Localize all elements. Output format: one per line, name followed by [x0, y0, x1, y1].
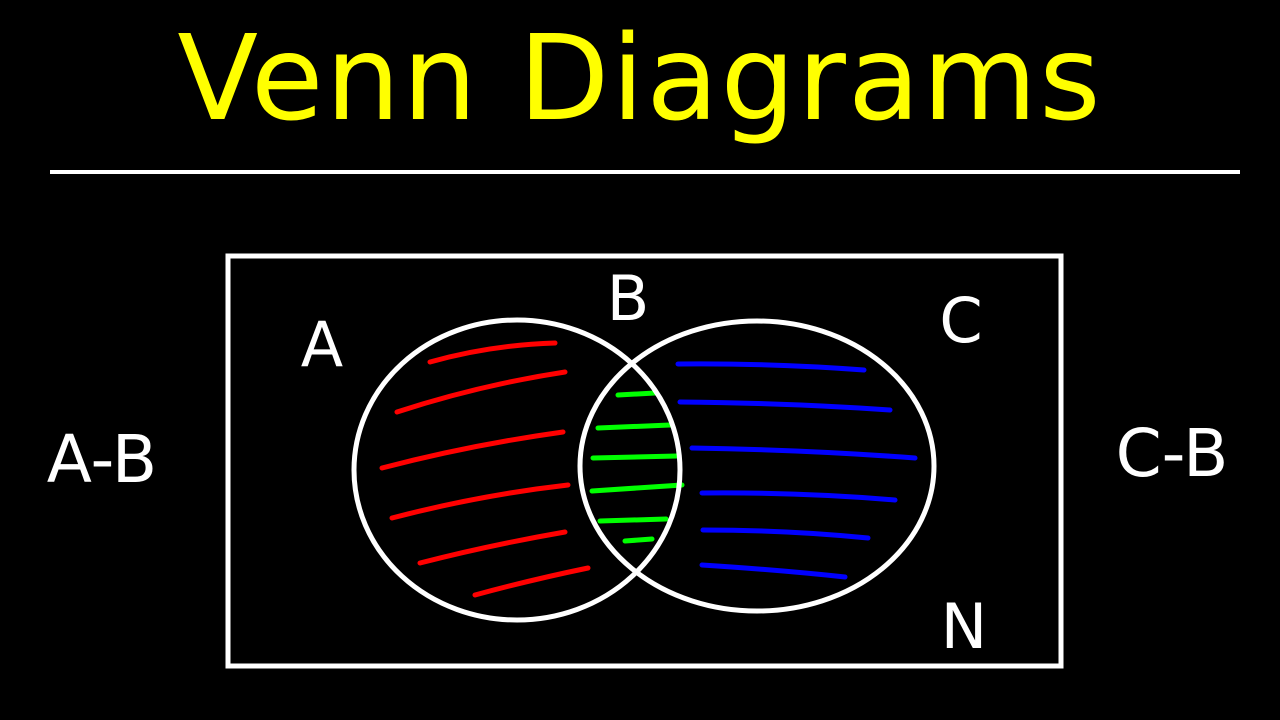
hatch-line-green — [595, 422, 673, 431]
hatch-line-red — [394, 369, 568, 415]
hatch-intersection — [589, 390, 685, 544]
hatch-line-green — [597, 516, 669, 524]
hatch-a-only — [379, 340, 591, 598]
hatch-line-red — [472, 565, 591, 598]
title-divider — [50, 170, 1240, 174]
hatch-line-blue — [675, 361, 867, 373]
hatch-line-red — [379, 429, 566, 471]
hatch-line-blue — [689, 445, 918, 461]
set-a-circle — [351, 317, 683, 623]
universe-rectangle — [225, 253, 1064, 669]
set-a-label: A — [301, 308, 343, 381]
difference-c-minus-b-label: C-B — [1116, 415, 1229, 492]
set-c-label: C — [939, 284, 982, 357]
hatch-line-green — [589, 482, 685, 494]
hatch-line-blue — [699, 490, 898, 503]
hatch-line-green — [590, 453, 680, 461]
set-b-label: B — [607, 262, 650, 335]
hatch-c-only — [675, 361, 918, 580]
difference-a-minus-b-label: A-B — [47, 421, 157, 498]
hatch-line-green — [622, 536, 655, 544]
hatch-line-blue — [699, 562, 848, 580]
hatch-line-blue — [700, 527, 871, 541]
universe-label: N — [941, 590, 987, 663]
hatch-line-blue — [677, 399, 893, 413]
set-c-circle — [577, 318, 937, 614]
hatch-line-red — [427, 340, 558, 365]
hatch-line-red — [389, 482, 571, 521]
hatch-line-green — [615, 390, 658, 398]
page-title: Venn Diagrams — [177, 9, 1103, 147]
hatch-line-red — [417, 529, 568, 566]
